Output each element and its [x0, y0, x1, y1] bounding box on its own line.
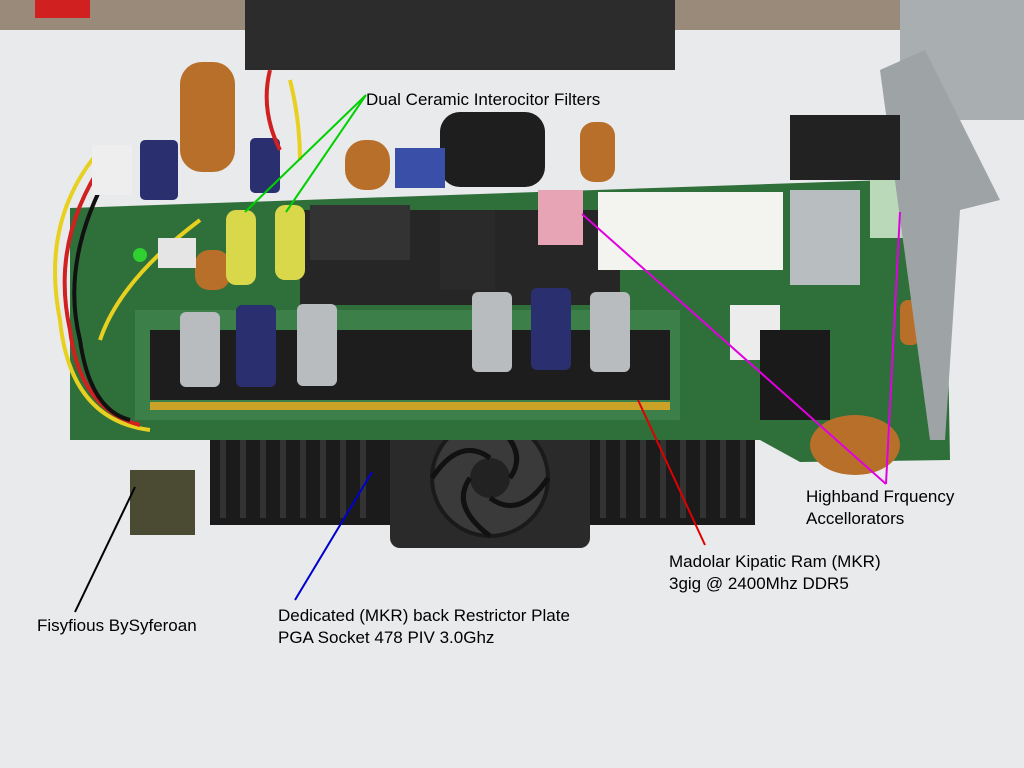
power-connector	[598, 192, 783, 270]
fan-header	[92, 145, 132, 195]
annotation-line-red	[637, 399, 706, 546]
chip	[760, 330, 830, 420]
annotation-line-black	[74, 486, 136, 613]
label-dual-ceramic-filters: Dual Ceramic Interocitor Filters	[366, 89, 600, 111]
capacitors	[140, 138, 630, 387]
chipset-heatsink	[440, 112, 545, 187]
label-mkr: Madolar Kipatic Ram (MKR) 3gig @ 2400Mhz…	[669, 551, 881, 595]
label-dedicated-line1: Dedicated (MKR) back Restrictor Plate	[278, 606, 570, 625]
annotation-line-magenta-1	[581, 213, 887, 485]
ethernet-ports	[310, 205, 410, 260]
label-fisyfious-text: Fisyfious BySyferoan	[37, 616, 197, 635]
label-dedicated-line2: PGA Socket 478 PIV 3.0Ghz	[278, 628, 495, 647]
transformer	[130, 470, 195, 535]
label-mkr-line2: 3gig @ 2400Mhz DDR5	[669, 574, 849, 593]
inductor-coils	[180, 62, 920, 475]
annotation-lines-green	[244, 94, 367, 213]
wires	[53, 69, 302, 432]
ram-module	[135, 310, 680, 420]
annotation-line-blue	[294, 471, 373, 601]
label-highband-line2: Accellorators	[806, 509, 905, 528]
pci-bracket	[880, 50, 1000, 440]
ferrite-filters	[226, 205, 305, 285]
small-connector	[158, 238, 196, 268]
vga-connector	[395, 148, 445, 188]
green-led	[133, 248, 147, 262]
bracket-dark	[790, 115, 900, 180]
label-highband-line1: Highband Frquency	[806, 487, 955, 506]
audio-jack-pink	[538, 190, 583, 245]
annotation-line-magenta-2	[885, 211, 901, 485]
label-mkr-line1: Madolar Kipatic Ram (MKR)	[669, 552, 881, 571]
red-object	[35, 0, 90, 18]
rj45-port	[440, 210, 495, 290]
usb-ports	[790, 190, 860, 285]
label-fisyfious: Fisyfious BySyferoan	[37, 615, 197, 637]
background-dark-box	[245, 0, 675, 70]
label-dedicated-plate: Dedicated (MKR) back Restrictor Plate PG…	[278, 605, 570, 649]
cpu-fan	[390, 418, 590, 548]
label-highband: Highband Frquency Accellorators	[806, 486, 954, 530]
label-dual-text: Dual Ceramic Interocitor Filters	[366, 90, 601, 109]
